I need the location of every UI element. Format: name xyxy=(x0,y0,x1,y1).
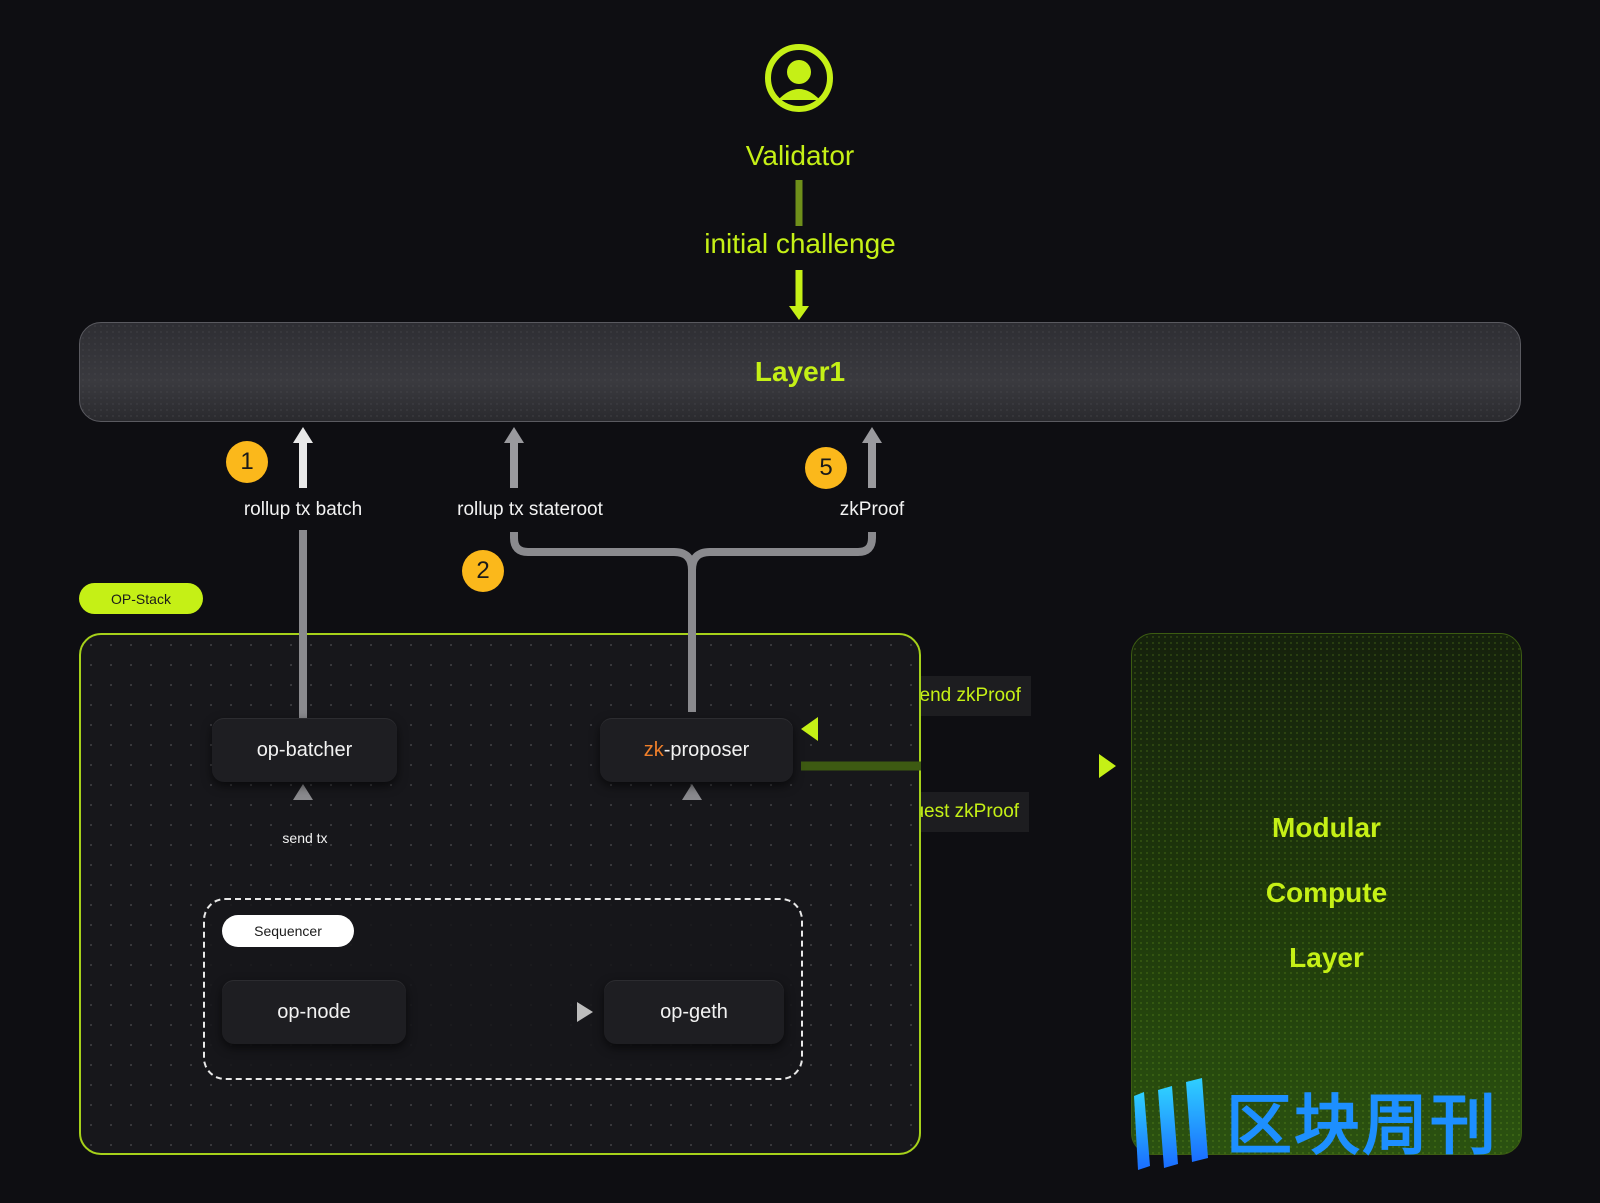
mcl-line-2: Compute xyxy=(1265,877,1388,908)
modular-compute-layer-container xyxy=(1131,633,1522,1155)
branch-connector xyxy=(510,532,876,712)
op-geth-node: op-geth xyxy=(604,980,784,1044)
op-batcher-label: op-batcher xyxy=(256,738,353,761)
geth-to-proposer-arrowhead-inner xyxy=(682,784,702,800)
rollup-tx-batch-label: rollup tx batch xyxy=(243,499,363,520)
op-batcher-node: op-batcher xyxy=(212,718,397,782)
zk-proposer-suffix: -proposer xyxy=(663,738,750,761)
step-5-badge: 5 xyxy=(805,447,847,489)
op-stack-tag: OP-Stack xyxy=(79,583,203,614)
watermark-logo: 区块周刊 xyxy=(1128,1078,1498,1174)
send-tx-arrowhead-inner xyxy=(293,784,313,800)
zkproof-arrowhead xyxy=(862,427,882,443)
op-geth-label: op-geth xyxy=(660,1000,728,1023)
op-node-label: op-node xyxy=(277,1000,351,1023)
validator-user-icon xyxy=(765,44,833,112)
validator-label: Validator xyxy=(745,140,855,171)
send-tx-label: send tx xyxy=(282,830,328,846)
op-node-node: op-node xyxy=(222,980,406,1044)
rollup-tx-stateroot-label: rollup tx stateroot xyxy=(457,499,603,520)
sequencer-tag: Sequencer xyxy=(222,915,354,947)
send-zkproof-label: send zkProof xyxy=(900,676,1031,716)
watermark-text: 区块周刊 xyxy=(1226,1087,1498,1164)
step-2-badge: 2 xyxy=(462,550,504,592)
zkproof-label: zkProof xyxy=(839,499,905,520)
zk-proposer-prefix: zk xyxy=(643,738,664,761)
request-zkproof-arrowhead xyxy=(1099,754,1116,778)
mcl-line-1: Modular xyxy=(1272,812,1381,843)
stateroot-arrowhead xyxy=(504,427,524,443)
initial-challenge-label: initial challenge xyxy=(704,228,896,259)
step-1-badge: 1 xyxy=(226,441,268,483)
challenge-arrowhead xyxy=(789,306,809,320)
layer1-label: Layer1 xyxy=(754,356,846,387)
send-zkproof-arrowhead-inner xyxy=(801,717,818,741)
layer1-bar: Layer1 xyxy=(79,322,1521,422)
zk-proposer-node: zk-proposer xyxy=(600,718,793,782)
mcl-line-3: Layer xyxy=(1289,942,1364,973)
batch-arrowhead xyxy=(293,427,313,443)
watermark-mark-icon xyxy=(1134,1078,1208,1170)
